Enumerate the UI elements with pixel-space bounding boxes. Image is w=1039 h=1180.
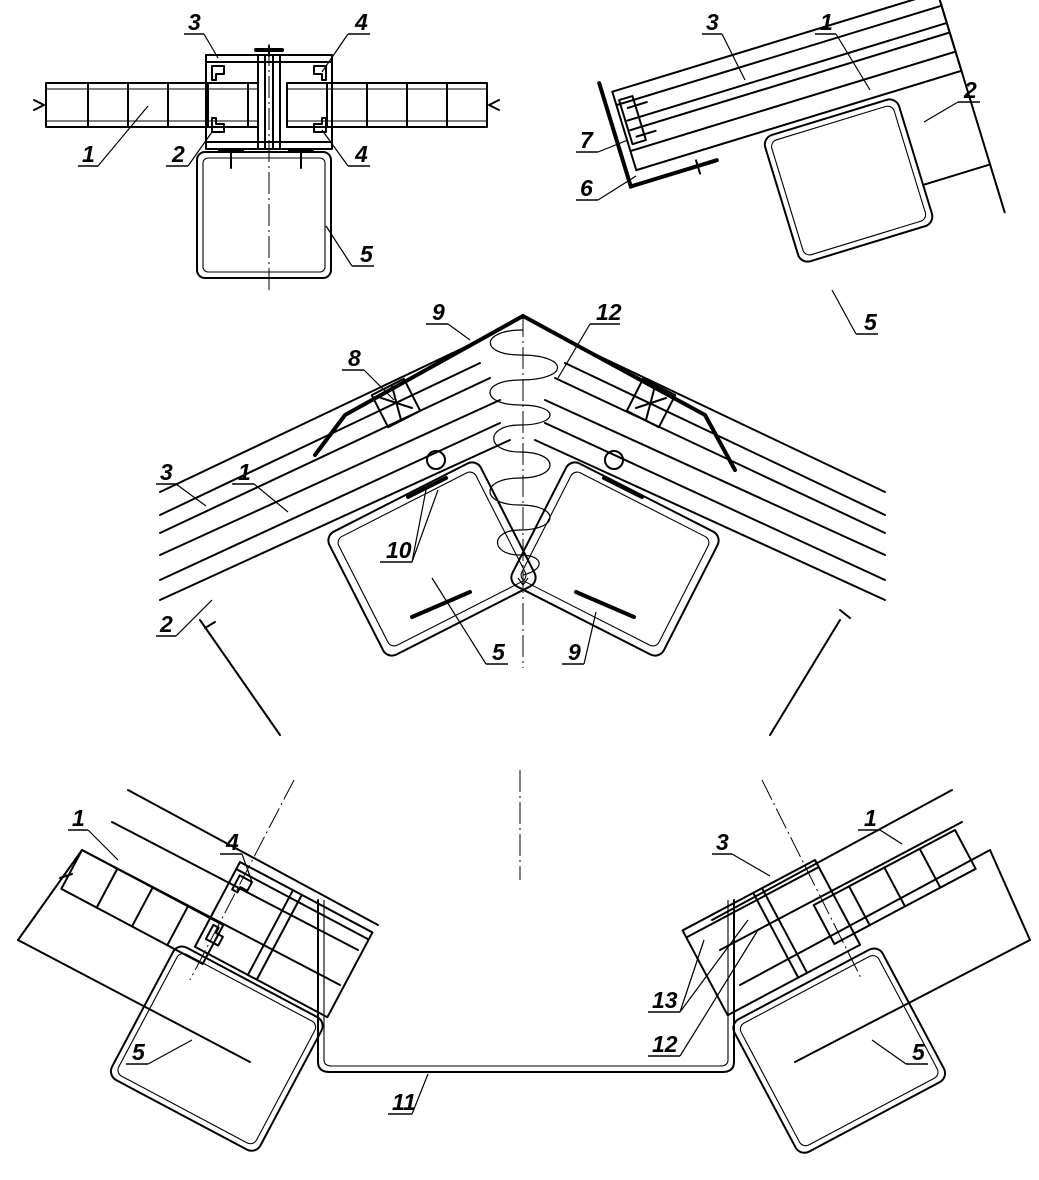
label-1-top-right: 1: [820, 9, 833, 35]
elastic-filler: [489, 329, 559, 576]
label-4-top-left-upper: 4: [354, 9, 368, 35]
label-7: 7: [580, 127, 594, 153]
label-8: 8: [348, 345, 361, 371]
label-3-ridge: 3: [160, 459, 173, 485]
label-10: 10: [386, 537, 412, 563]
ridge-left-slope: [159, 314, 537, 736]
label-12-gutter: 12: [652, 1031, 678, 1057]
label-1-top-left: 1: [82, 141, 95, 167]
label-13: 13: [652, 987, 678, 1013]
left-panel: [33, 82, 259, 128]
ridge-right-slope: [510, 314, 886, 736]
label-9-ridge-bottom: 9: [568, 639, 581, 665]
label-3-top-left: 3: [188, 9, 201, 35]
labels: 3 4 1 2 4 5 3 1 2 7 6 5 9 12 8 3 1: [68, 9, 980, 1115]
label-1-gutter-right: 1: [864, 805, 877, 831]
label-3-gutter: 3: [716, 829, 729, 855]
label-5-gutter-left: 5: [132, 1039, 146, 1065]
detail-straight-joint: [33, 44, 500, 290]
label-2-top-left: 2: [171, 141, 185, 167]
detail-ridge-joint: [159, 314, 886, 736]
label-5-gutter-right: 5: [912, 1039, 926, 1065]
label-2-top-right: 2: [963, 77, 977, 103]
detail-panel-end: [597, 0, 1006, 263]
label-12-ridge: 12: [596, 299, 622, 325]
gutter-right: [681, 779, 1031, 1154]
label-6: 6: [580, 175, 593, 201]
steel-tube: [196, 148, 332, 279]
right-panel: [286, 82, 500, 128]
label-4-gutter: 4: [225, 829, 239, 855]
label-5-top-right: 5: [864, 309, 878, 335]
label-11: 11: [392, 1089, 416, 1115]
label-9-ridge-top: 9: [432, 299, 445, 325]
label-5-ridge: 5: [492, 639, 506, 665]
label-5-top-left: 5: [360, 241, 374, 267]
label-2-ridge: 2: [159, 611, 173, 637]
detail-gutter-joint: [17, 770, 1031, 1154]
gutter: [317, 899, 735, 1073]
label-3-top-right: 3: [706, 9, 719, 35]
label-1-gutter-left: 1: [72, 805, 85, 831]
label-1-ridge: 1: [238, 459, 251, 485]
label-4-top-left-lower: 4: [354, 141, 368, 167]
